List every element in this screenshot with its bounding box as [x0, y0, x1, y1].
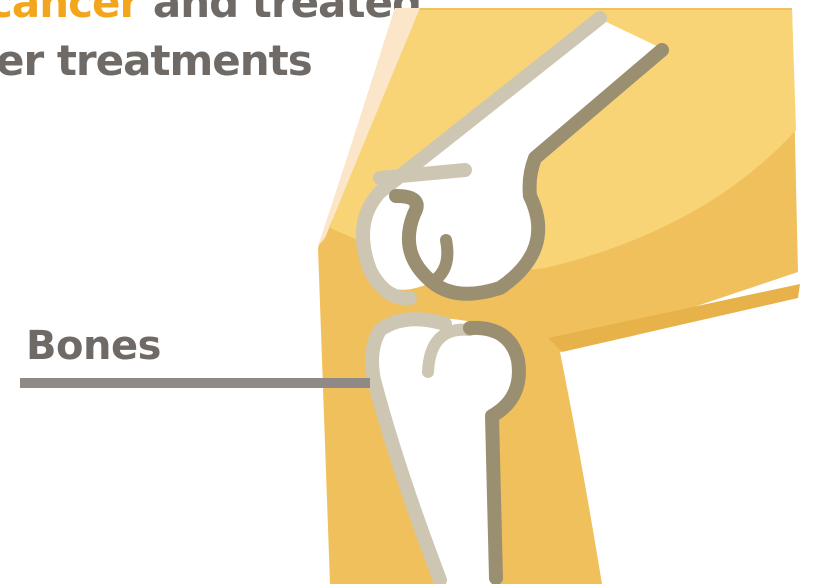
- femur-inner-line: [380, 170, 465, 178]
- bones-label: Bones: [26, 326, 161, 366]
